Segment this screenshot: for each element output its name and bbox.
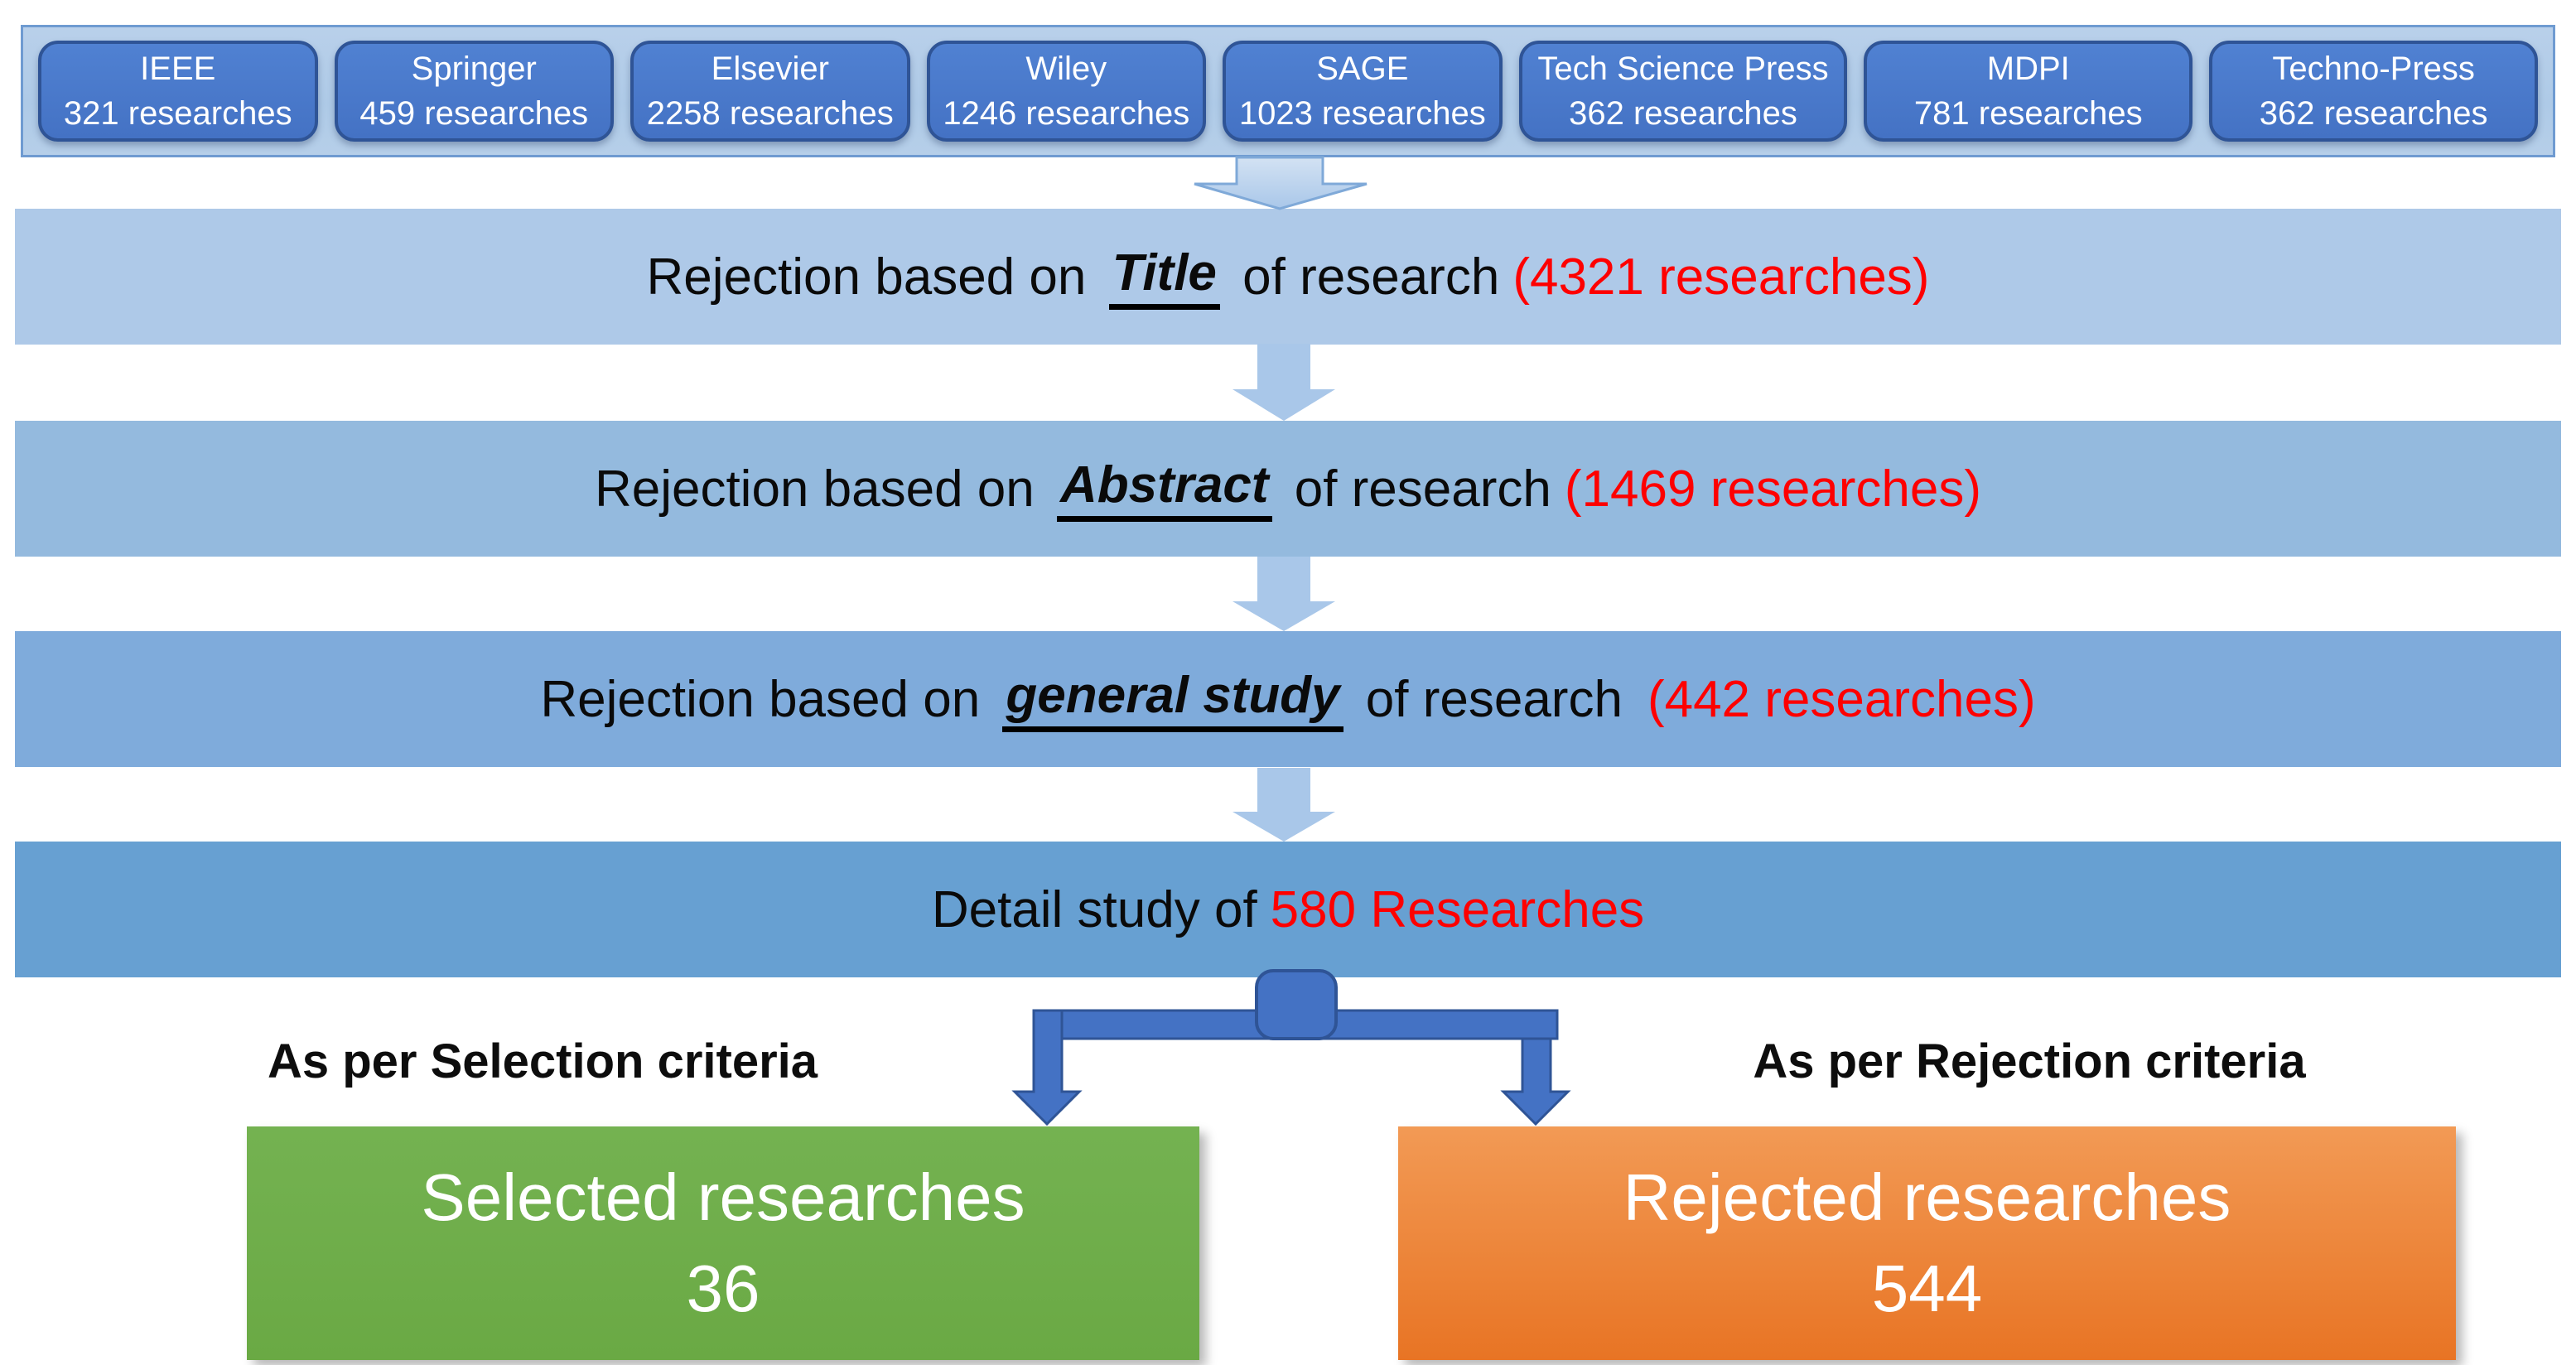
source-box-wiley: Wiley 1246 researches <box>926 41 1207 142</box>
stage-band-general-study-rejection: Rejection based on general study of rese… <box>15 631 2561 767</box>
split-arrow-right <box>1500 1037 1571 1126</box>
selection-criteria-label: As per Selection criteria <box>267 1035 818 1088</box>
split-arrow-left <box>1011 1009 1083 1126</box>
source-name: SAGE <box>1316 51 1409 87</box>
stage-count: (442 researches) <box>1647 670 2036 728</box>
selected-researches-box: Selected researches 36 <box>247 1126 1199 1360</box>
source-box-techno-press: Techno-Press 362 researches <box>2209 41 2539 142</box>
stage-count: (4321 researches) <box>1512 248 1930 306</box>
rejected-title: Rejected researches <box>1623 1160 2231 1234</box>
rejected-count: 544 <box>1871 1252 1983 1325</box>
rejected-researches-box: Rejected researches 544 <box>1398 1126 2456 1360</box>
stage-suffix: of research <box>1280 460 1551 518</box>
source-name: Tech Science Press <box>1537 51 1829 87</box>
rejection-criteria-label: As per Rejection criteria <box>1753 1035 2306 1088</box>
stage-suffix: of research <box>1228 248 1500 306</box>
down-arrow-4 <box>1233 768 1335 842</box>
down-arrow-3 <box>1233 557 1335 631</box>
stage-keyword: general study <box>1002 666 1343 732</box>
source-box-springer: Springer 459 researches <box>334 41 615 142</box>
source-box-tech-science-press: Tech Science Press 362 researches <box>1518 41 1848 142</box>
sources-container: IEEE 321 researches Springer 459 researc… <box>21 25 2555 157</box>
split-bar <box>1032 1009 1559 1040</box>
down-arrow-1 <box>1194 156 1368 210</box>
stage-band-abstract-rejection: Rejection based on Abstract of research(… <box>15 421 2561 557</box>
source-count: 1246 researches <box>943 95 1190 132</box>
detail-highlight: 580 Researches <box>1270 880 1645 938</box>
source-name: Springer <box>411 51 537 87</box>
stage-prefix: Rejection based on <box>646 248 1101 306</box>
down-arrow-2 <box>1233 344 1335 421</box>
stage-keyword: Abstract <box>1056 456 1272 522</box>
detail-prefix: Detail study of <box>931 880 1257 938</box>
stage-prefix: Rejection based on <box>594 460 1049 518</box>
source-count: 2258 researches <box>646 95 894 132</box>
stage-band-title-rejection: Rejection based on Title of research(432… <box>15 209 2561 345</box>
stage-count: (1469 researches) <box>1564 460 1982 518</box>
source-box-ieee: IEEE 321 researches <box>38 41 318 142</box>
source-name: MDPI <box>1986 51 2070 87</box>
split-connector <box>1255 969 1338 1040</box>
selected-count: 36 <box>686 1252 760 1325</box>
stage-prefix: Rejection based on <box>540 670 995 728</box>
source-name: Techno-Press <box>2272 51 2475 87</box>
stage-keyword: Title <box>1108 244 1220 310</box>
source-box-sage: SAGE 1023 researches <box>1223 41 1503 142</box>
source-count: 1023 researches <box>1238 95 1486 132</box>
source-name: Wiley <box>1025 51 1107 87</box>
source-count: 362 researches <box>2259 95 2488 132</box>
source-count: 321 researches <box>63 95 292 132</box>
source-name: IEEE <box>140 51 216 87</box>
source-count: 459 researches <box>359 95 589 132</box>
source-count: 781 researches <box>1913 95 2143 132</box>
source-count: 362 researches <box>1569 95 1797 132</box>
source-name: Elsevier <box>711 51 829 87</box>
source-box-mdpi: MDPI 781 researches <box>1864 41 2193 142</box>
source-box-elsevier: Elsevier 2258 researches <box>630 41 910 142</box>
stage-suffix: of research <box>1351 670 1623 728</box>
selected-title: Selected researches <box>421 1160 1025 1234</box>
